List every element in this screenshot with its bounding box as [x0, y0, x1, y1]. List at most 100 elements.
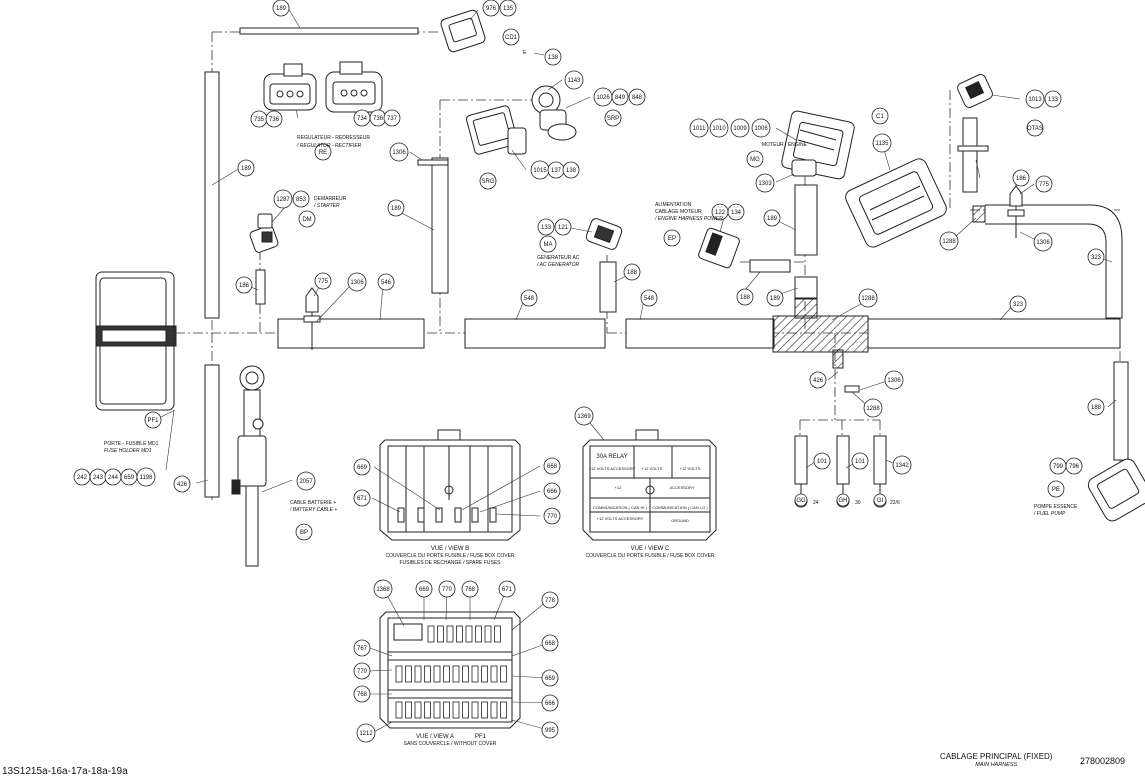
fuse-slot — [456, 625, 463, 643]
callout-cd1: CD1 — [502, 28, 520, 46]
svg-text:668: 668 — [545, 641, 556, 647]
svg-text:GI: GI — [877, 498, 884, 504]
svg-text:133: 133 — [541, 225, 552, 231]
callout-c1198: 1198 — [136, 467, 156, 487]
fuse-slot — [494, 625, 501, 643]
connector-srp[interactable] — [531, 85, 577, 141]
callout-c734: 734 — [353, 109, 371, 127]
callout-c186b: 186 — [235, 276, 253, 294]
callout-c188c: 188 — [1087, 398, 1105, 416]
callout-c121: 121 — [554, 218, 572, 236]
svg-text:976: 976 — [486, 6, 497, 12]
callout-c548b: 548 — [640, 289, 658, 307]
callout-c668b: 668 — [541, 634, 559, 652]
connector-fuel-pump-pe[interactable] — [1085, 456, 1145, 524]
sleeve-323-curve — [985, 204, 1123, 319]
callout-c1342: 1342 — [892, 455, 912, 475]
svg-text:849: 849 — [615, 95, 626, 101]
sleeve-188-b — [749, 259, 791, 273]
callout-c186a: 186 — [1012, 169, 1030, 187]
connector-srg[interactable] — [465, 105, 527, 155]
fuse-c-com-h: COMMUNICATION ( CAN HI ) — [593, 505, 648, 510]
callout-c189e: 189 — [766, 289, 784, 307]
callout-c669b: 669 — [415, 580, 433, 598]
sleeve-426-left — [204, 364, 220, 498]
svg-text:1013: 1013 — [1028, 97, 1042, 103]
callout-c768a: 768 — [461, 580, 479, 598]
svg-text:669: 669 — [419, 587, 430, 593]
svg-text:669: 669 — [357, 465, 368, 471]
svg-text:133: 133 — [1048, 97, 1059, 103]
svg-text:135: 135 — [503, 6, 514, 12]
svg-text:137: 137 — [551, 168, 562, 174]
label-cablage-moteur: CABLAGE MOTEUR — [655, 209, 702, 215]
connector-regulator-2[interactable] — [325, 61, 383, 113]
svg-text:668: 668 — [547, 464, 558, 470]
fuse-slot — [481, 665, 488, 683]
callout-mg: MG — [746, 150, 764, 168]
fuse-slot — [490, 665, 498, 683]
svg-text:GG: GG — [796, 498, 806, 504]
svg-text:188: 188 — [627, 270, 638, 276]
svg-text:1288: 1288 — [942, 239, 956, 245]
connector-starter-dm[interactable] — [249, 213, 279, 253]
battery-cable-terminal[interactable] — [231, 365, 267, 567]
sleeve-189-top — [239, 27, 419, 35]
doc-title-en: MAIN HARNESS — [975, 762, 1018, 768]
label-generator-en: / AC GENERATOR — [536, 262, 580, 268]
fuse-slot — [427, 625, 435, 643]
connector-otas[interactable] — [956, 73, 994, 109]
callout-c775a: 775 — [1035, 175, 1053, 193]
connector-engine-mg[interactable] — [781, 110, 856, 180]
doc-title: CABLAGE PRINCIPAL (FIXED) — [940, 752, 1053, 761]
fuse-slot — [433, 665, 441, 683]
svg-text:SRG: SRG — [481, 179, 494, 185]
callout-c1288a: 1288 — [939, 231, 959, 251]
fuse-slot — [433, 701, 441, 719]
callout-c548a: 548 — [520, 289, 538, 307]
connector-c1[interactable] — [843, 156, 949, 249]
view-a-pf1: PF1 — [475, 734, 487, 740]
callout-c1288b: 1288 — [858, 288, 878, 308]
connector-976[interactable] — [440, 9, 487, 53]
svg-text:122: 122 — [715, 210, 726, 216]
svg-text:189: 189 — [276, 6, 287, 12]
svg-text:669: 669 — [545, 676, 556, 682]
svg-text:1143: 1143 — [568, 78, 582, 84]
svg-text:323: 323 — [1013, 302, 1024, 308]
sleeve-548-a — [464, 318, 606, 349]
callout-c323b: 323 — [1009, 295, 1027, 313]
callout-c426a: 426 — [173, 475, 191, 493]
callout-c546: 546 — [377, 273, 395, 291]
view-a-title: VUE / VIEW A — [416, 734, 454, 740]
fuse-c-relay: 30A RELAY — [596, 454, 627, 460]
svg-text:426: 426 — [813, 378, 824, 384]
connector-engine-power-ep[interactable] — [698, 227, 741, 269]
connector-generator-ma[interactable] — [585, 217, 623, 250]
fuse-slot — [452, 701, 460, 719]
fuse-slot — [452, 665, 460, 683]
fuse-holder-md1[interactable] — [95, 271, 177, 411]
fuse-c-accessory: ACCESSORY — [669, 485, 694, 490]
callout-c426b: 426 — [809, 371, 827, 389]
svg-text:853: 853 — [296, 197, 307, 203]
callout-re: RE — [314, 143, 332, 161]
fuse-slot — [443, 701, 450, 719]
callout-c1015: 1015 — [530, 160, 550, 180]
fuse-slot — [395, 665, 403, 683]
callout-c671a: 671 — [353, 489, 371, 507]
callout-c736a: 736 — [265, 110, 283, 128]
svg-text:775: 775 — [1039, 182, 1050, 188]
svg-text:734: 734 — [357, 116, 368, 122]
leader-lines — [154, 7, 1117, 734]
svg-text:1306: 1306 — [887, 378, 901, 384]
svg-text:1369: 1369 — [577, 414, 591, 420]
connector-regulator-1[interactable] — [263, 63, 317, 111]
callout-otas: OTAS — [1026, 119, 1044, 137]
svg-text:121: 121 — [558, 225, 569, 231]
svg-text:1011: 1011 — [693, 126, 707, 132]
sleeve-101-a — [794, 435, 808, 485]
callout-c189b: 189 — [237, 159, 255, 177]
sleeve-188-a — [599, 261, 617, 313]
cable-tie-775-right — [1007, 180, 1025, 238]
